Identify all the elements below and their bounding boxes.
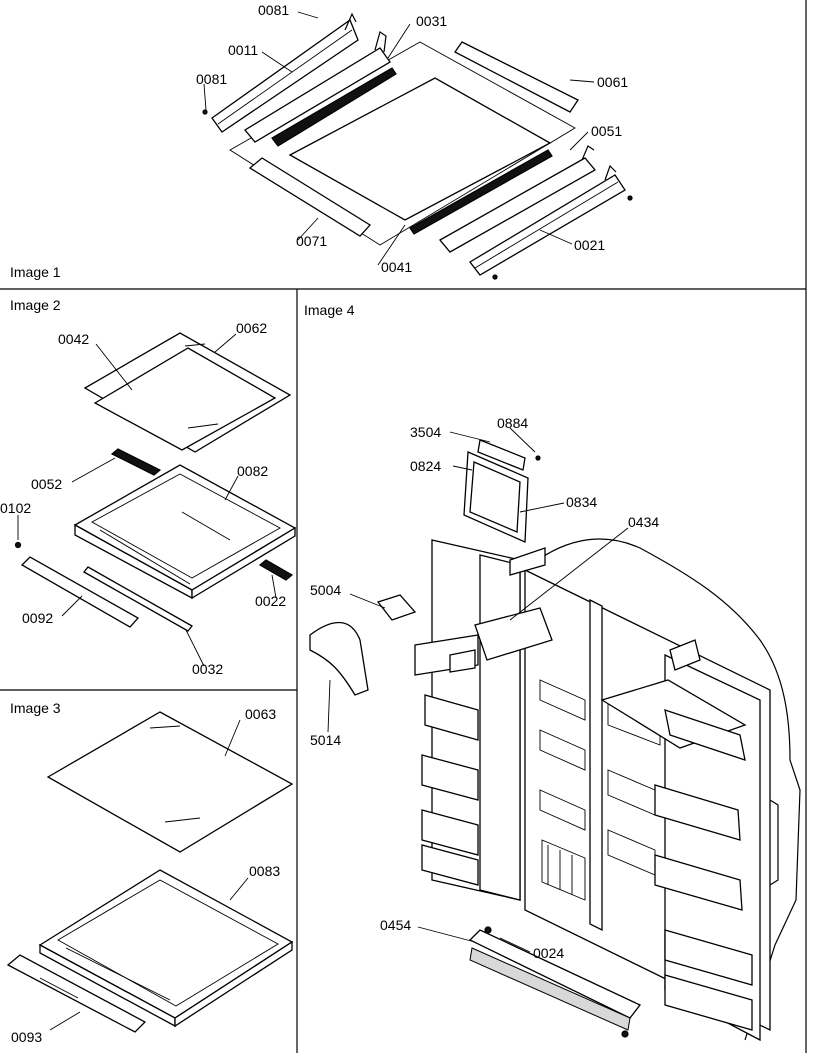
image1-leaders [203,11,595,266]
callout-0834: 0834 [566,494,597,510]
image3-callouts: 0063 0083 0093 [11,706,280,1045]
callout-0011: 0011 [228,42,258,58]
image3-leaders [49,719,249,1031]
callout-0052: 0052 [31,476,62,492]
callout-0083: 0083 [249,863,280,879]
callout-0082: 0082 [237,463,268,479]
image2-drawing [14,332,297,632]
callout-5004: 5004 [310,582,341,598]
callout-0081-top: 0081 [258,2,289,18]
callout-0042: 0042 [58,331,89,347]
callout-0024: 0024 [533,945,564,961]
callout-0041: 0041 [381,259,412,275]
callout-5014: 5014 [310,732,341,748]
callout-0051: 0051 [591,123,622,139]
callout-0092: 0092 [22,610,53,626]
callout-0071: 0071 [296,233,327,249]
callout-0824: 0824 [410,458,441,474]
image2-callouts: 0042 0062 0052 0082 0102 0022 0092 0032 [0,320,286,677]
callout-0022: 0022 [255,593,286,609]
callout-0063: 0063 [245,706,276,722]
callout-0061: 0061 [597,74,628,90]
image3-title: Image 3 [10,700,61,716]
callout-0434: 0434 [628,514,659,530]
callout-0032: 0032 [192,661,223,677]
image4-drawing [309,439,801,1042]
callout-0884: 0884 [497,415,528,431]
callout-0021: 0021 [574,237,605,253]
image3-drawing [6,711,294,1033]
callout-0081-left: 0081 [196,71,227,87]
image4-leaders [327,427,629,953]
image1-callouts: 0081 0031 0011 0081 0061 0051 0021 0071 … [196,2,628,275]
callout-0102: 0102 [0,500,31,516]
callout-0062: 0062 [236,320,267,336]
image1-drawing [202,12,633,280]
image4-title: Image 4 [304,302,355,318]
image1-title: Image 1 [10,264,61,280]
callout-3504: 3504 [410,424,441,440]
image2-leaders [17,333,277,667]
image4-callouts: 3504 0884 0824 0834 0434 5004 5014 0454 … [310,415,659,961]
callout-0454: 0454 [380,917,411,933]
callout-0031: 0031 [416,13,447,29]
image2-title: Image 2 [10,297,61,313]
callout-0093: 0093 [11,1029,42,1045]
